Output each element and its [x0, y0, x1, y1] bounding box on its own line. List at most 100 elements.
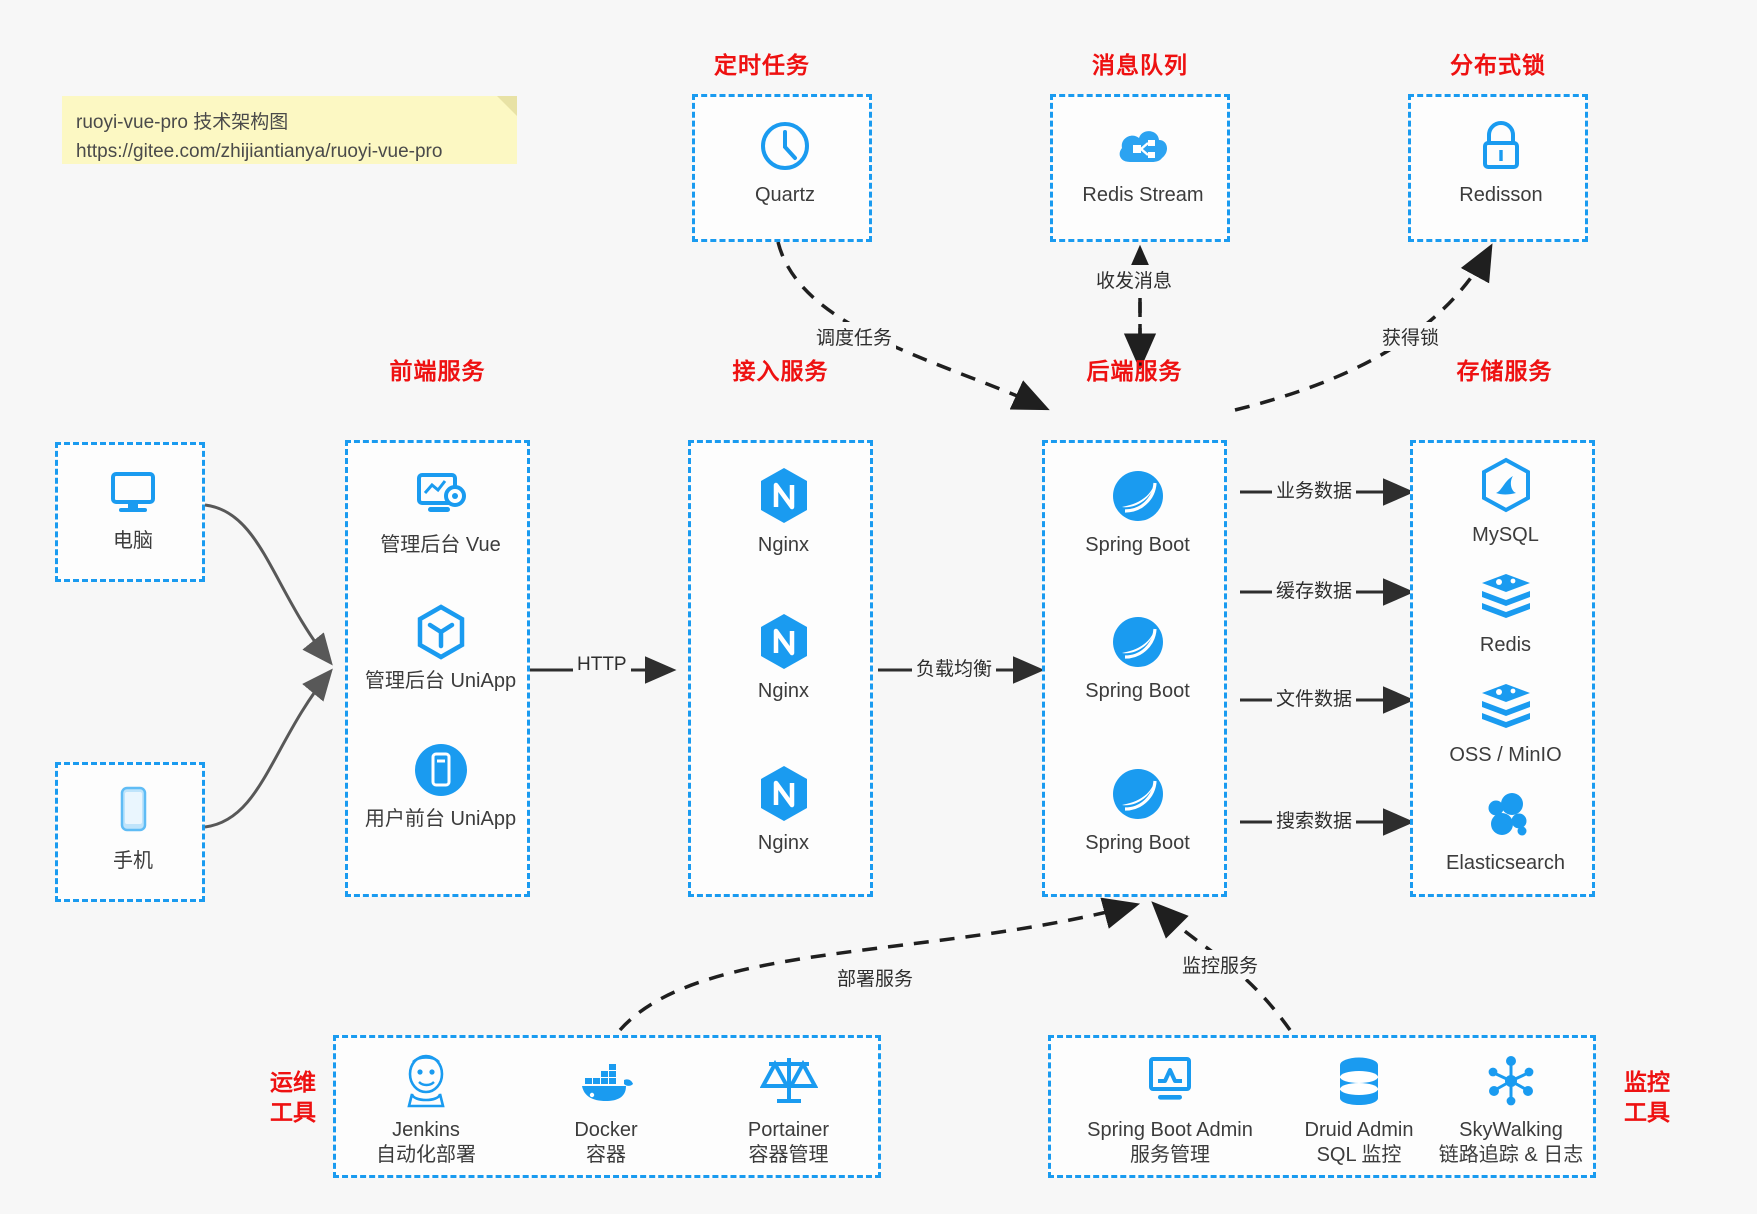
node-label: Elasticsearch	[1446, 852, 1565, 874]
nginx-icon	[753, 611, 815, 673]
group-title-scheduler: 定时任务	[714, 52, 810, 78]
node-label: Redis	[1479, 634, 1532, 656]
edge-label-http: HTTP	[573, 653, 631, 677]
group-box-mq: Redis Stream	[1050, 94, 1230, 242]
cloud-stream-icon	[1112, 115, 1174, 177]
node-label: 管理后台 Vue	[380, 534, 501, 556]
edge-label-search-data: 搜索数据	[1272, 805, 1357, 834]
node-label: Redis Stream	[1082, 184, 1204, 206]
group-title-gateway: 接入服务	[732, 358, 829, 384]
node-spring-boot-2[interactable]: Spring Boot	[1045, 611, 1230, 704]
mobile-icon	[102, 781, 164, 843]
node-redisson[interactable]: Redisson	[1411, 115, 1591, 208]
clock-icon	[754, 115, 816, 177]
node-label: MySQL	[1472, 524, 1539, 546]
node-nginx-1[interactable]: Nginx	[691, 465, 876, 558]
dashboard-icon	[410, 465, 472, 527]
node-redis[interactable]: Redis	[1413, 565, 1598, 658]
node-label: Spring Boot	[1085, 832, 1190, 854]
edge-label-schedule-task: 调度任务	[812, 322, 897, 351]
nginx-icon	[753, 465, 815, 527]
node-computer[interactable]: 电脑	[58, 461, 208, 554]
redis-icon	[1475, 565, 1537, 627]
node-user-uniapp[interactable]: 用户前台 UniApp	[348, 739, 533, 832]
node-label: Spring Boot	[1085, 680, 1190, 702]
node-sublabel: 链路追踪 & 日志	[1438, 1144, 1584, 1166]
app-icon	[410, 739, 472, 801]
node-docker[interactable]: Docker 容器	[526, 1050, 686, 1168]
group-title-mq: 消息队列	[1092, 52, 1188, 78]
desktop-icon	[102, 461, 164, 523]
node-nginx-3[interactable]: Nginx	[691, 763, 876, 856]
node-sublabel: 服务管理	[1130, 1144, 1210, 1166]
node-sublabel: 容器管理	[748, 1144, 829, 1166]
lock-icon	[1470, 115, 1532, 177]
edge-label-monitor-service: 监控服务	[1178, 950, 1263, 979]
group-box-scheduler: Quartz	[692, 94, 872, 242]
monitor-chart-icon	[1139, 1050, 1201, 1112]
group-title-devops-line1: 运维	[270, 1069, 316, 1095]
node-admin-vue[interactable]: 管理后台 Vue	[348, 465, 533, 558]
group-box-devops: Jenkins 自动化部署 Docker 容器	[333, 1035, 881, 1178]
node-label: Nginx	[757, 680, 810, 702]
scales-icon	[758, 1050, 820, 1112]
client-box-computer: 电脑	[55, 442, 205, 582]
node-nginx-2[interactable]: Nginx	[691, 611, 876, 704]
jenkins-icon	[395, 1050, 457, 1112]
client-box-phone: 手机	[55, 762, 205, 902]
group-box-monitor: Spring Boot Admin 服务管理 Druid Admin SQL 监…	[1048, 1035, 1596, 1178]
node-spring-boot-1[interactable]: Spring Boot	[1045, 465, 1230, 558]
group-title-monitor-line2: 工具	[1624, 1098, 1670, 1125]
diagram-note: ruoyi-vue-pro 技术架构图 https://gitee.com/zh…	[62, 96, 517, 164]
node-spring-boot-admin[interactable]: Spring Boot Admin 服务管理	[1061, 1050, 1279, 1168]
edge-label-load-balance: 负载均衡	[912, 653, 997, 682]
node-mysql[interactable]: MySQL	[1413, 455, 1598, 548]
edge-label-cache-data: 缓存数据	[1272, 575, 1357, 604]
spring-icon	[1107, 611, 1169, 673]
group-title-lock: 分布式锁	[1450, 52, 1546, 78]
node-sublabel: 自动化部署	[376, 1144, 476, 1166]
group-title-devops: 运维 工具	[258, 1068, 328, 1128]
group-box-gateway: Nginx Nginx Nginx	[688, 440, 873, 897]
node-quartz[interactable]: Quartz	[695, 115, 875, 208]
group-box-lock: Redisson	[1408, 94, 1588, 242]
node-label: OSS / MinIO	[1449, 744, 1562, 766]
group-box-backend: Spring Boot Spring Boot Spring Boot	[1042, 440, 1227, 897]
node-label: Quartz	[754, 184, 816, 206]
node-elasticsearch[interactable]: Elasticsearch	[1413, 783, 1598, 876]
edge-label-mq-message: 收发消息	[1092, 265, 1177, 294]
node-skywalking[interactable]: SkyWalking 链路追踪 & 日志	[1431, 1050, 1591, 1168]
node-label: 电脑	[113, 530, 153, 552]
network-nodes-icon	[1480, 1050, 1542, 1112]
database-icon	[1328, 1050, 1390, 1112]
node-admin-uniapp[interactable]: 管理后台 UniApp	[348, 601, 533, 694]
mysql-icon	[1475, 455, 1537, 517]
node-oss-minio[interactable]: OSS / MinIO	[1413, 675, 1598, 768]
node-label: 用户前台 UniApp	[364, 808, 517, 830]
spring-icon	[1107, 763, 1169, 825]
edge-label-business-data: 业务数据	[1272, 475, 1357, 504]
node-portainer[interactable]: Portainer 容器管理	[706, 1050, 871, 1168]
cube-icon	[410, 601, 472, 663]
node-label: Spring Boot	[1085, 534, 1190, 556]
node-label: Spring Boot Admin	[1087, 1119, 1253, 1141]
nginx-icon	[753, 763, 815, 825]
node-label: 管理后台 UniApp	[364, 670, 517, 692]
node-label: SkyWalking	[1459, 1119, 1563, 1141]
group-title-monitor: 监控 工具	[1612, 1068, 1682, 1128]
node-label: Docker	[574, 1119, 638, 1141]
edge-label-deploy-service: 部署服务	[833, 963, 918, 992]
node-druid-admin[interactable]: Druid Admin SQL 监控	[1279, 1050, 1439, 1168]
redis-icon	[1475, 675, 1537, 737]
node-label: Nginx	[757, 832, 810, 854]
node-redis-stream[interactable]: Redis Stream	[1053, 115, 1233, 208]
node-label: Jenkins	[392, 1119, 460, 1141]
note-url: https://gitee.com/zhijiantianya/ruoyi-vu…	[76, 141, 443, 163]
group-box-storage: MySQL Redis	[1410, 440, 1595, 897]
docker-icon	[575, 1050, 637, 1112]
spring-icon	[1107, 465, 1169, 527]
node-jenkins[interactable]: Jenkins 自动化部署	[346, 1050, 506, 1168]
node-spring-boot-3[interactable]: Spring Boot	[1045, 763, 1230, 856]
node-phone[interactable]: 手机	[58, 781, 208, 874]
